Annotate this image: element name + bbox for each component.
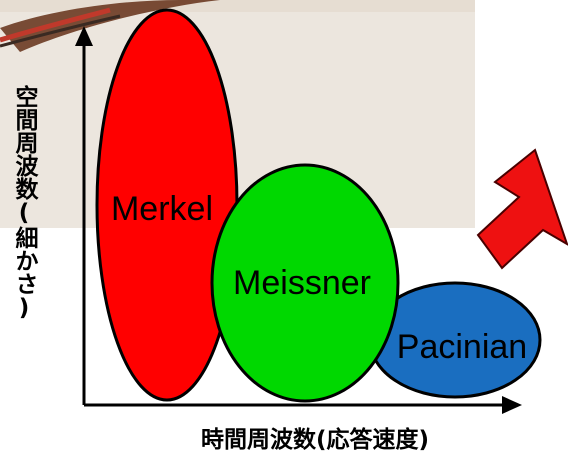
x-axis-arrowhead — [502, 396, 522, 414]
receptor-regions: Merkel Meissner Pacinian — [95, 8, 542, 403]
pacinian-label: Pacinian — [397, 328, 527, 366]
axes — [75, 26, 522, 414]
y-axis-arrowhead — [75, 26, 93, 46]
x-axis-title: 時間周波数(応答速度) — [200, 427, 430, 453]
meissner-ellipse — [210, 163, 400, 403]
meissner-label: Meissner — [233, 264, 371, 302]
pointer-arrow — [476, 148, 568, 270]
merkel-label: Merkel — [111, 190, 213, 228]
y-axis-title: 空間周波数(細かさ) — [11, 85, 37, 321]
